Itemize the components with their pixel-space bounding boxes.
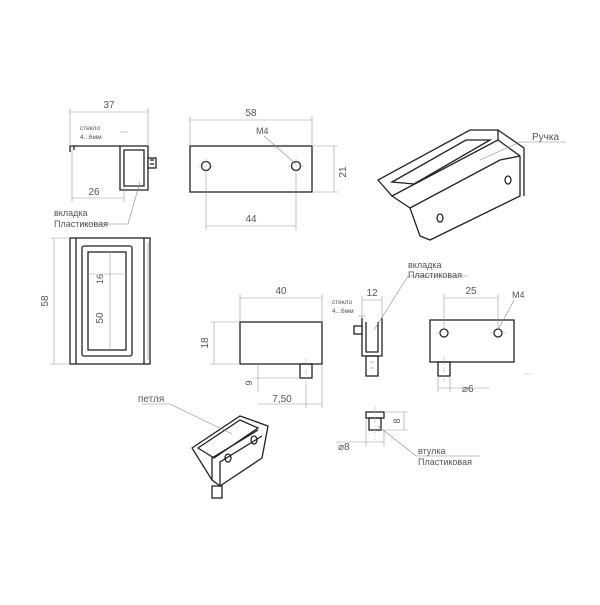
leader-insert-1 (127, 181, 141, 225)
bushing-label-b: Пластиковая (418, 457, 472, 467)
dim-44: 44 (245, 214, 257, 225)
dim-d6: ⌀6 (462, 384, 474, 395)
insert-label-2b: Пластиковая (408, 270, 462, 280)
dim-12: 12 (366, 288, 378, 299)
u-profile-screw (353, 325, 363, 335)
handle-side (419, 139, 521, 241)
glass-note: стекло (80, 125, 101, 132)
glass-range-2: 4...6мм (332, 308, 354, 315)
plate-outline (189, 145, 313, 193)
view-profile-top: 37 стекло 4...6мм 26 вкладка Пластиковая (54, 100, 157, 229)
leader-handle (479, 141, 521, 161)
profile-screw (147, 157, 157, 169)
handle-top-face (376, 129, 499, 197)
dim-9: 9 (244, 380, 254, 385)
view-hinge-iso: петля (138, 394, 269, 499)
thread-m4-a: M4 (256, 126, 269, 136)
front-slot-inner (87, 251, 127, 351)
view-handle-iso: Ручка (376, 129, 566, 241)
view-u-profile: 12 стекло 4...6мм вкладка Пластиковая (332, 260, 468, 377)
handle-back (497, 129, 525, 196)
front-outline (69, 237, 151, 365)
dim-16: 16 (95, 274, 105, 284)
dim-8: 8 (392, 418, 402, 423)
leader-insert-2 (373, 275, 409, 331)
view-front-slot: 58 16 50 (40, 237, 151, 365)
leader-m4-a (263, 135, 297, 165)
view-bushing: 8 ⌀8 втулка Пластиковая (336, 406, 480, 467)
handle-slot (389, 139, 493, 185)
leader-m4-b (497, 299, 515, 331)
handle-hole-left (436, 213, 444, 223)
u-profile-outline (361, 318, 383, 357)
thread-m4-b: M4 (512, 290, 525, 300)
glass-range: 4...6мм (80, 134, 102, 141)
insert-label-1a: вкладка (54, 208, 87, 218)
leader-hinge (169, 403, 233, 435)
view-plate-top: 58 M4 21 44 (189, 108, 349, 230)
block-outline (239, 321, 323, 365)
dim-d8: ⌀8 (338, 442, 350, 453)
view-block-pin: 40 18 9 7,50 (200, 286, 323, 408)
handle-front-edge (391, 195, 421, 237)
dim-58-b: 58 (40, 295, 51, 307)
profile-insert (123, 149, 145, 187)
dim-21: 21 (338, 166, 349, 178)
bushing-label-a: втулка (418, 446, 446, 456)
dim-26: 26 (88, 187, 100, 198)
front-slot-outer (81, 245, 133, 357)
hinge-hole-left (224, 453, 232, 463)
handle-label: Ручка (532, 132, 559, 143)
u-profile-pin (365, 355, 379, 377)
dim-58-a: 58 (245, 108, 257, 119)
glass-note-2: стекло (332, 299, 353, 306)
hinge-hole-right (250, 435, 258, 445)
dim-50: 50 (95, 312, 106, 324)
handle-hole-right (504, 175, 512, 185)
dim-7-50: 7,50 (272, 394, 292, 405)
hinge-pin (211, 485, 223, 499)
dim-37: 37 (103, 100, 115, 111)
u-profile-inner (365, 322, 379, 353)
dim-40: 40 (275, 286, 287, 297)
dim-18: 18 (200, 337, 211, 349)
hinge-label: петля (138, 394, 164, 405)
insert-label-1b: Пластиковая (54, 219, 108, 229)
view-plate-pin: 25 M4 ⌀6 (429, 286, 534, 395)
plate2-outline (429, 319, 515, 363)
insert-label-2a: вкладка (408, 260, 441, 270)
profile-outline (69, 145, 149, 191)
leader-bushing (377, 425, 417, 457)
dim-25: 25 (465, 286, 477, 297)
hinge-top (196, 419, 260, 459)
